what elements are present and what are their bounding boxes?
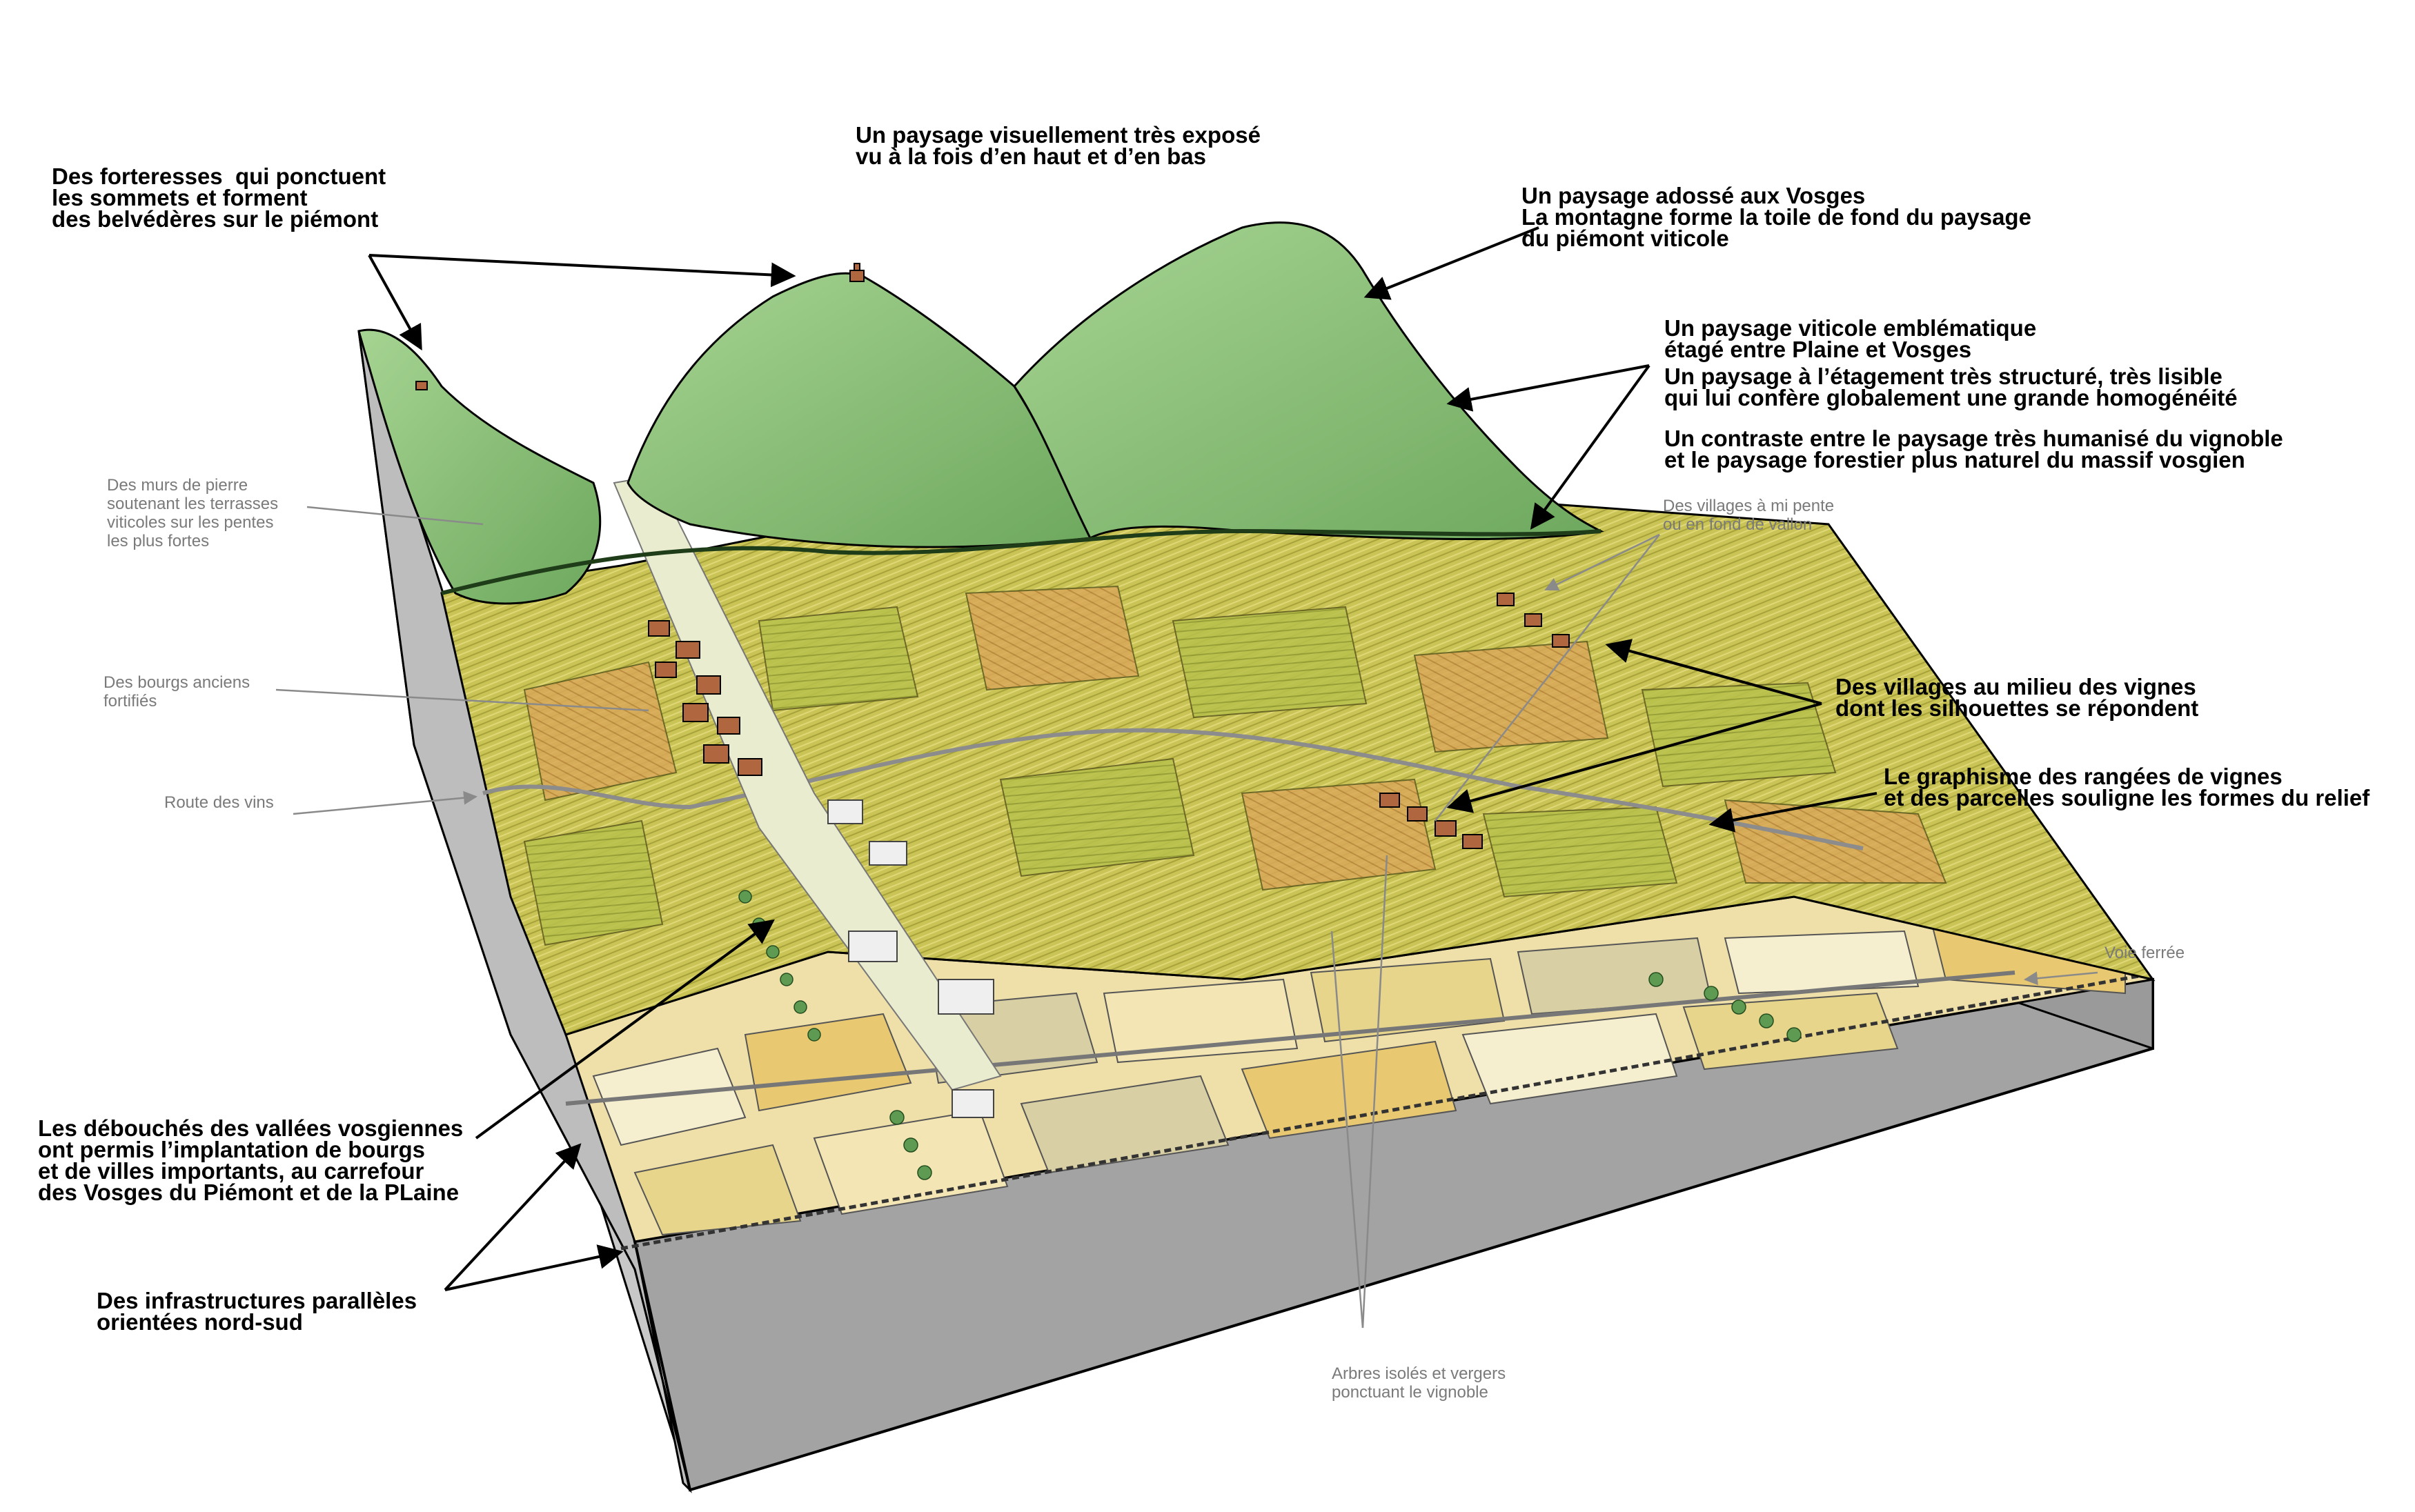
label-graphisme: Le graphisme des rangées de vignes et de… bbox=[1884, 764, 2370, 810]
grey-leader-lines bbox=[275, 506, 2098, 1329]
left-forest-slope bbox=[357, 328, 602, 605]
label-paysage-adosse: Un paysage adossé aux Vosges La montagne… bbox=[1521, 183, 2031, 251]
right-village bbox=[1379, 593, 1570, 849]
label-route-des-vins: Route des vins bbox=[164, 793, 274, 812]
central-mountain bbox=[627, 272, 1092, 548]
wine-route bbox=[482, 728, 1864, 850]
label-contraste: Un contraste entre le paysage très human… bbox=[1664, 426, 2283, 472]
label-etagement: Un paysage à l’étagement très structuré,… bbox=[1664, 364, 2238, 410]
label-forteresses: Des forteresses qui ponctuent les sommet… bbox=[52, 163, 386, 232]
label-voie-ferree: Voie ferrée bbox=[2104, 944, 2185, 962]
label-villages-pente: Des villages à mi pente ou en fond de va… bbox=[1663, 497, 1835, 534]
annotation-arrows bbox=[368, 226, 1877, 1291]
label-arbres-isoles: Arbres isolés et vergers ponctuant le vi… bbox=[1332, 1364, 1506, 1402]
label-infrastructures: Des infrastructures parallèles orientées… bbox=[97, 1288, 417, 1335]
label-bourgs-anciens: Des bourgs anciens fortifiés bbox=[103, 673, 250, 710]
right-mountain bbox=[1013, 221, 1604, 541]
label-villages-milieu: Des villages au milieu des vignes dont l… bbox=[1835, 674, 2199, 721]
plain-parcels bbox=[592, 923, 2126, 1236]
label-paysage-expose: Un paysage visuellement très exposé vu à… bbox=[856, 122, 1261, 169]
town-buildings bbox=[648, 620, 762, 776]
road-line bbox=[565, 971, 2015, 1106]
fortress-icon bbox=[415, 263, 865, 390]
modern-buildings bbox=[827, 799, 994, 1118]
label-murs-pierre: Des murs de pierre soutenant les terrass… bbox=[107, 476, 279, 550]
label-debouches: Les débouchés des vallées vosgiennes ont… bbox=[38, 1115, 464, 1205]
forest-edge-line bbox=[441, 528, 1601, 595]
label-paysage-emblematique: Un paysage viticole emblématique étagé e… bbox=[1664, 315, 2037, 362]
railway-line bbox=[620, 974, 2140, 1251]
